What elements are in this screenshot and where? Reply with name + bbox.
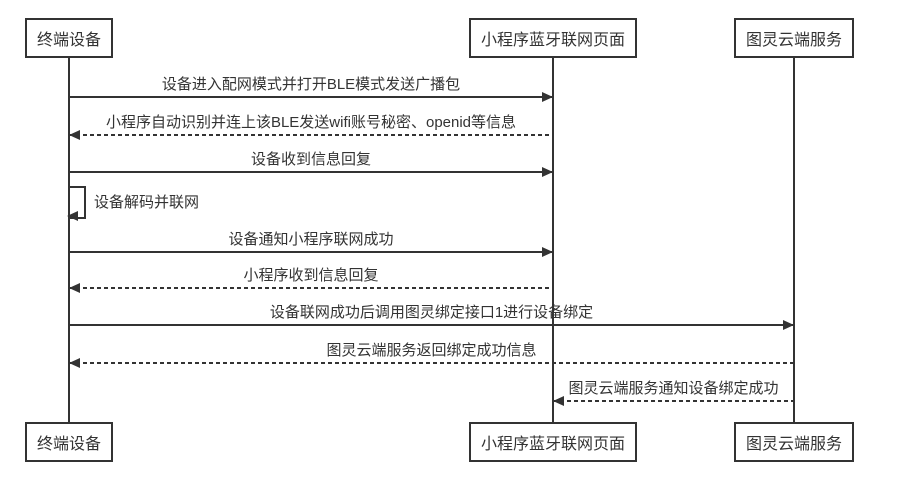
message-3: 设备收到信息回复 bbox=[69, 150, 553, 177]
participant-miniprogram-label: 小程序蓝牙联网页面 bbox=[480, 32, 625, 49]
participant-miniprogram-top: 小程序蓝牙联网页面 bbox=[469, 18, 637, 58]
participant-device-top: 终端设备 bbox=[25, 18, 113, 58]
message-6: 小程序收到信息回复 bbox=[69, 266, 553, 293]
message-4-label: 设备解码并联网 bbox=[94, 194, 200, 211]
participant-cloud-label: 图灵云端服务 bbox=[745, 436, 842, 453]
participant-cloud-label: 图灵云端服务 bbox=[745, 32, 842, 49]
message-5-label: 设备通知小程序联网成功 bbox=[228, 231, 394, 248]
message-7-line bbox=[69, 320, 794, 330]
message-6-line bbox=[69, 283, 553, 293]
message-2-label: 小程序自动识别并连上该BLE发送wifi账号秘密、openid等信息 bbox=[105, 114, 517, 131]
lifeline-cloud bbox=[793, 58, 795, 422]
participant-device-label: 终端设备 bbox=[36, 32, 101, 49]
participant-device-label: 终端设备 bbox=[36, 436, 101, 453]
message-8-line bbox=[69, 358, 794, 368]
message-3-label: 设备收到信息回复 bbox=[250, 151, 371, 168]
message-7-label: 设备联网成功后调用图灵绑定接口1进行设备绑定 bbox=[269, 304, 594, 321]
message-5-line bbox=[69, 247, 553, 257]
message-3-line bbox=[69, 167, 553, 177]
arrowhead-left-icon bbox=[553, 396, 564, 406]
participant-cloud-top: 图灵云端服务 bbox=[734, 18, 854, 58]
arrowhead-right-icon bbox=[783, 320, 794, 330]
arrowhead-right-icon bbox=[542, 247, 553, 257]
message-1: 设备进入配网模式并打开BLE模式发送广播包 bbox=[69, 75, 553, 102]
participant-cloud-bottom: 图灵云端服务 bbox=[734, 422, 854, 462]
message-9-label: 图灵云端服务通知设备绑定成功 bbox=[568, 380, 779, 397]
message-6-label: 小程序收到信息回复 bbox=[243, 267, 379, 284]
message-8-label: 图灵云端服务返回绑定成功信息 bbox=[326, 342, 537, 359]
arrowhead-right-icon bbox=[542, 92, 553, 102]
message-4-self-loop bbox=[67, 186, 86, 221]
participant-miniprogram-label: 小程序蓝牙联网页面 bbox=[480, 436, 625, 453]
message-2: 小程序自动识别并连上该BLE发送wifi账号秘密、openid等信息 bbox=[69, 113, 553, 140]
arrowhead-right-icon bbox=[542, 167, 553, 177]
lifeline-device bbox=[68, 58, 70, 422]
message-1-line bbox=[69, 92, 553, 102]
participant-miniprogram-bottom: 小程序蓝牙联网页面 bbox=[469, 422, 637, 462]
message-9-line bbox=[553, 396, 794, 406]
participant-device-bottom: 终端设备 bbox=[25, 422, 113, 462]
arrowhead-left-icon bbox=[67, 211, 78, 221]
arrowhead-left-icon bbox=[69, 130, 80, 140]
message-8: 图灵云端服务返回绑定成功信息 bbox=[69, 341, 794, 368]
message-5: 设备通知小程序联网成功 bbox=[69, 230, 553, 257]
message-2-line bbox=[69, 130, 553, 140]
message-9: 图灵云端服务通知设备绑定成功 bbox=[553, 379, 794, 406]
arrowhead-left-icon bbox=[69, 283, 80, 293]
lifeline-miniprogram bbox=[552, 58, 554, 422]
message-7: 设备联网成功后调用图灵绑定接口1进行设备绑定 bbox=[69, 303, 794, 330]
arrowhead-left-icon bbox=[69, 358, 80, 368]
message-1-label: 设备进入配网模式并打开BLE模式发送广播包 bbox=[161, 76, 461, 93]
